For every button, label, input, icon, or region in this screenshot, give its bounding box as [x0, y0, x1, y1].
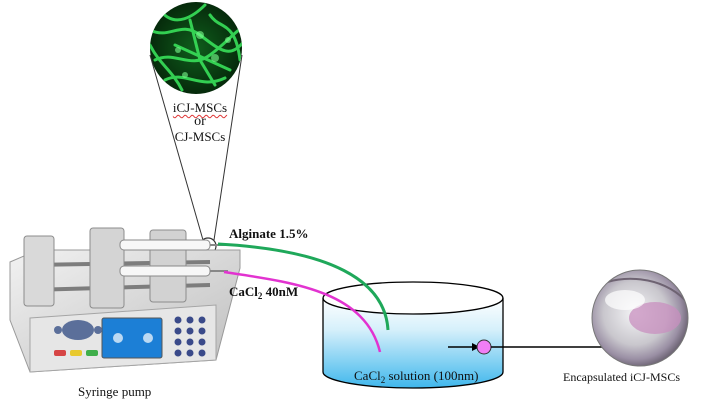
cells-label-line1: iCJ-MSCs	[172, 100, 228, 115]
bath-label: CaCl2 solution (100nm)	[354, 368, 478, 385]
cell-microscopy-image	[150, 2, 242, 94]
alginate-bead	[476, 339, 492, 355]
syringe-pump-label: Syringe pump	[78, 384, 151, 399]
cacl2-40nm-label: CaCl2 40nM	[229, 284, 298, 301]
cacl2-tube	[223, 270, 382, 353]
syringe-pump	[9, 227, 241, 373]
cells-label-line2: or	[194, 114, 206, 129]
alginate-label: Alginate 1.5%	[229, 226, 308, 241]
zoom-line-right	[213, 54, 243, 241]
encapsulated-label: Encapsulated iCJ-MSCs	[563, 370, 680, 384]
alginate-tube	[217, 242, 390, 331]
zoom-line-left	[149, 54, 204, 241]
encapsulated-bead-photo	[591, 269, 689, 367]
cells-label-line3: CJ-MSCs	[174, 129, 226, 144]
cacl2-bath	[322, 281, 504, 389]
arrow-into-bead	[448, 343, 480, 351]
